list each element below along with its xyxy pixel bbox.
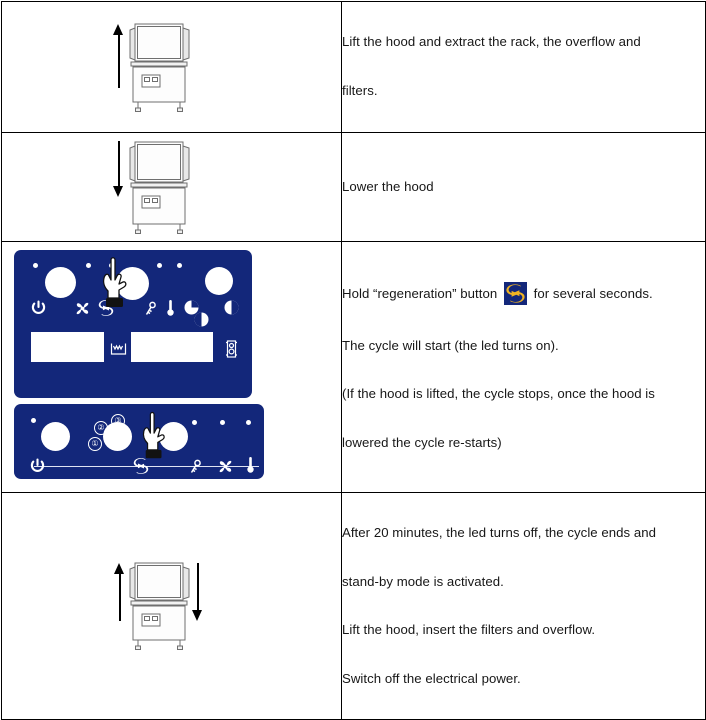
regeneration-icon [132, 457, 150, 475]
power-icon [31, 300, 46, 316]
callout-1: ① [88, 436, 102, 451]
dishwasher-svg [129, 141, 189, 234]
text-cell-cycle-end: After 20 minutes, the led turns off, the… [341, 491, 706, 720]
table-row: Lower the hood [1, 131, 706, 242]
fan-icon [217, 459, 234, 474]
drain-filter-icon [225, 340, 238, 358]
machine-illustration-wrapper [2, 133, 341, 241]
step-text-line: After 20 minutes, the led turns off, the… [342, 525, 657, 541]
step-text: Lift the hood and extract the rack, the … [342, 2, 705, 132]
control-panel-illustration: ① ② ③ [2, 242, 341, 492]
figure-cell-lower-hood [1, 131, 342, 242]
step-text-line: stand-by mode is activated. [342, 573, 504, 589]
figure-cell-cycle-end [1, 491, 342, 720]
led-indicator [86, 262, 91, 268]
pie-half-icon [224, 300, 239, 315]
hood-type-dishwasher-illustration [112, 21, 232, 113]
callout-2: ② [94, 420, 108, 435]
power-button[interactable] [45, 266, 76, 298]
figure-cell-control-panels: ① ② ③ [1, 240, 342, 493]
table-row: ① ② ③ [1, 240, 706, 493]
step-text-segment: for several seconds. [529, 286, 653, 302]
text-cell-lift-hood: Lift the hood and extract the rack, the … [341, 1, 706, 133]
dishwasher-svg [129, 23, 189, 112]
hood-type-dishwasher-illustration [107, 560, 237, 652]
step-text: After 20 minutes, the led turns off, the… [342, 493, 705, 720]
hood-type-dishwasher-illustration [112, 139, 232, 235]
step-text: Hold “regeneration” button for several s… [342, 250, 705, 484]
table-row: After 20 minutes, the led turns off, the… [1, 491, 706, 720]
hand-pointer-cursor [98, 254, 134, 310]
callout-3: ③ [111, 413, 125, 428]
machine-illustration-wrapper [2, 493, 341, 720]
led-indicator [246, 419, 251, 425]
step-text-line: The cycle will start (the led turns on). [342, 337, 559, 353]
key-icon [143, 301, 158, 317]
machine-illustration-wrapper [2, 2, 341, 132]
power-icon [30, 458, 45, 474]
step-text-line: (If the hood is lifted, the cycle stops,… [342, 386, 655, 402]
heating-element-icon [110, 342, 127, 356]
table-row: Lift the hood and extract the rack, the … [1, 1, 706, 133]
step-text: Lower the hood [342, 146, 705, 227]
cycle-button[interactable] [205, 266, 233, 295]
led-indicator [157, 262, 162, 268]
hand-pointer-cursor [138, 409, 172, 461]
key-icon [188, 459, 203, 475]
led-indicator [220, 419, 225, 425]
dishwasher-svg [129, 562, 189, 651]
left-display [31, 331, 104, 362]
step-text-line: lowered the cycle re-starts) [342, 434, 502, 450]
step-text-line-with-icon: Hold “regeneration” button for several s… [342, 282, 705, 306]
step-text-line: Lower the hood [342, 178, 434, 194]
pie-quarter-icon [184, 300, 199, 315]
text-cell-regeneration: Hold “regeneration” button for several s… [341, 240, 706, 493]
step-text-line: filters. [342, 83, 378, 99]
contrast-half-icon [194, 312, 209, 327]
thermometer-icon [165, 299, 176, 317]
regeneration-icon [97, 299, 115, 317]
step-text-line: Lift the hood and extract the rack, the … [342, 34, 641, 50]
power-button[interactable] [41, 421, 70, 451]
right-display [131, 331, 213, 362]
led-indicator [31, 417, 36, 423]
step-text-line: Switch off the electrical power. [342, 670, 521, 686]
step-text-line: Lift the hood, insert the filters and ov… [342, 622, 596, 638]
led-indicator [33, 262, 38, 268]
step-text-segment: Hold “regeneration” button [342, 286, 501, 302]
lower-control-panel[interactable]: ① ② ③ [14, 403, 264, 479]
fan-icon [74, 301, 91, 316]
led-indicator [177, 262, 182, 268]
figure-cell-lift-hood [1, 1, 342, 133]
thermometer-icon [245, 456, 256, 474]
text-cell-lower-hood: Lower the hood [341, 131, 706, 242]
led-indicator [192, 419, 197, 425]
regeneration-icon [503, 282, 527, 306]
upper-control-panel[interactable] [14, 249, 252, 398]
